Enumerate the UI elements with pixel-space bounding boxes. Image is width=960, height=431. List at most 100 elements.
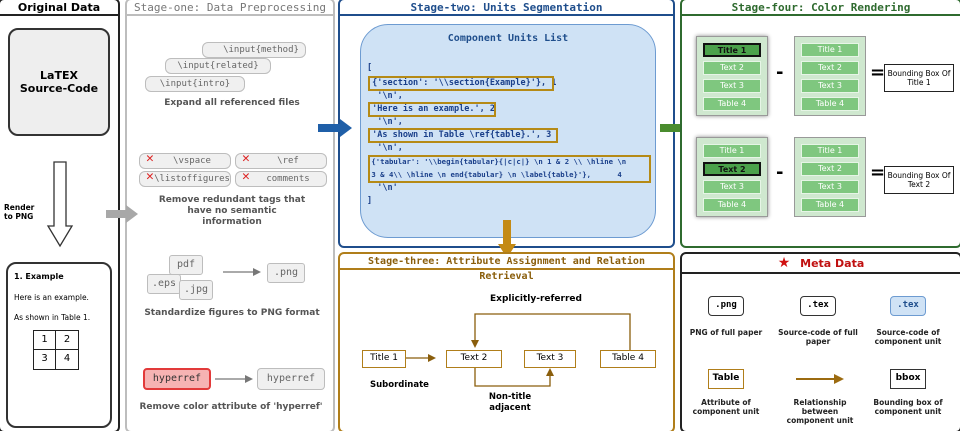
code-line: 'As shown in Table \ref{table}.', 3: [367, 130, 552, 140]
unit-row: Title 1: [703, 144, 761, 158]
flow-arrow-grey: [106, 205, 138, 223]
page-plain-1: Title 1 Text 2 Text 3 Table 4: [794, 36, 866, 116]
ref-label: \ref: [277, 156, 299, 166]
unit-box-1: [368, 76, 554, 91]
bbox-result-title1: Bounding Box Of Title 1: [884, 64, 954, 92]
hyperref-plain-tag: hyperref: [257, 368, 325, 390]
convert-arrow-icon: [223, 268, 261, 276]
latex-source-label: LaTEX Source-Code: [19, 69, 99, 95]
hyperref-colored-tag: hyperref: [143, 368, 211, 390]
example-title: 1. Example: [14, 272, 64, 281]
flow-arrow-brown: [498, 220, 516, 258]
vspace-label: \vspace: [173, 156, 211, 166]
unit-row: Text 3: [703, 180, 761, 194]
table-cell: 4: [63, 353, 71, 364]
input-method-tag: \input{method}: [202, 42, 306, 58]
node-table-4: Table 4: [600, 350, 656, 368]
bbox-meta-box: bbox: [890, 369, 926, 389]
unit-row: Text 3: [801, 180, 859, 194]
node-text-3: Text 3: [524, 350, 576, 368]
original-data-title: Original Data: [0, 0, 118, 16]
code-line: '\n': [367, 183, 398, 193]
stage-one-title: Stage-one: Data Preprocessing: [127, 0, 333, 16]
tex-unit-meta-box: .tex: [890, 296, 926, 316]
comments-label: comments: [266, 174, 310, 184]
table-cell: 3: [34, 350, 56, 369]
unit-row: Title 1: [801, 144, 859, 158]
unit-row: Text 3: [801, 79, 859, 93]
example-line2: As shown in Table 1.: [14, 313, 91, 322]
meta-data-title: Meta Data: [800, 257, 865, 270]
unit-row: Text 3: [703, 79, 761, 93]
remove-x-icon: ✕: [146, 169, 154, 184]
equals-sign: =: [870, 162, 886, 183]
node-title-1: Title 1: [362, 350, 406, 368]
render-arrow: [46, 161, 74, 248]
flow-arrow-blue: [318, 119, 352, 137]
unit-row: Table 4: [703, 198, 761, 212]
star-icon: ★: [777, 255, 791, 271]
unit-row: Text 2: [703, 61, 761, 75]
code-line: [: [367, 63, 373, 73]
equals-sign: =: [870, 62, 886, 83]
caption-standardize: Standardize figures to PNG format: [144, 308, 320, 318]
unit-row: Table 4: [801, 97, 859, 111]
code-line: 'Here is an example.', 2: [367, 104, 495, 114]
page-highlight-text: Title 1 Text 2 Text 3 Table 4: [696, 137, 768, 217]
unit-box-4: [368, 155, 651, 183]
explicitly-referred-label: Explicitly-referred: [490, 294, 582, 304]
relation-meta-caption: Relationship between component unit: [786, 398, 854, 425]
vspace-tag: ✕ \vspace: [139, 152, 231, 169]
minus-sign: -: [776, 62, 784, 83]
relation-graph: [406, 313, 631, 387]
listoffigures-tag: ✕ \listoffigures: [139, 169, 231, 187]
listoffigures-label: \listoffigures: [154, 174, 230, 184]
minus-sign: -: [776, 162, 784, 183]
ref-tag: ✕ \ref: [235, 151, 327, 169]
code-line: '\n',: [367, 117, 403, 127]
component-units-title: Component Units List: [447, 33, 569, 44]
component-units-list: Component Units List [ {'section': '\\se…: [360, 24, 656, 238]
code-line: '\n',: [367, 143, 403, 153]
png-meta-caption: PNG of full paper: [689, 328, 763, 337]
caption-remove-tags: Remove redundant tags that have no seman…: [158, 195, 306, 227]
caption-remove-color: Remove color attribute of 'hyperref': [139, 402, 323, 412]
hyperref-arrow-icon: [215, 375, 253, 383]
eps-file-icon: .eps: [147, 274, 181, 294]
unit-row: Table 4: [703, 97, 761, 111]
bbox-result-label: Bounding Box Of Text 2: [887, 171, 951, 189]
remove-x-icon: ✕: [242, 151, 250, 166]
page-plain-2: Title 1 Text 2 Text 3 Table 4: [794, 137, 866, 217]
tex-unit-meta-caption: Source-code of component unit: [874, 328, 942, 346]
table-cell: 2: [56, 331, 78, 350]
code-line: 3 & 4\\ \hline \n end{tabular} \n \label…: [367, 170, 622, 179]
unit-box-2: [368, 102, 496, 117]
code-line: '\n',: [367, 91, 403, 101]
remove-x-icon: ✕: [242, 169, 250, 184]
table-cell: 1: [34, 331, 56, 350]
stage-four-title: Stage-four: Color Rendering: [682, 0, 960, 16]
unit-row: Text 2: [703, 162, 761, 176]
pdf-file-icon: pdf: [169, 255, 203, 275]
input-intro-tag: \input{intro}: [145, 76, 245, 92]
stage-four-panel: Stage-four: Color Rendering Title 1 Text…: [680, 0, 960, 248]
code-line: {'tabular': '\\begin{tabular}{|c|c|} \n …: [367, 157, 627, 166]
meta-data-panel: ★ Meta Data .png PNG of full paper .tex …: [680, 252, 960, 431]
unit-row: Table 4: [801, 198, 859, 212]
png-file-icon: .png: [267, 263, 305, 283]
bbox-result-label: Bounding Box Of Title 1: [887, 69, 951, 87]
comments-tag: ✕ comments: [235, 169, 327, 187]
bbox-meta-caption: Bounding box of component unit: [873, 398, 943, 416]
stage-one-panel: Stage-one: Data Preprocessing \input{met…: [125, 0, 335, 431]
example-table: 1 2 3 4: [33, 330, 79, 370]
latex-source-box: LaTEX Source-Code: [8, 28, 110, 136]
relation-arrow-icon: [796, 374, 844, 384]
tex-meta-caption: Source-code of full paper: [778, 328, 858, 346]
render-label: Render to PNG: [4, 203, 35, 221]
attribute-meta-box: Table: [708, 369, 744, 389]
original-data-panel: Original Data LaTEX Source-Code Render t…: [0, 0, 120, 431]
stage-three-title: Stage-three: Attribute Assignment and Re…: [340, 254, 673, 282]
caption-expand: Expand all referenced files: [164, 98, 300, 108]
unit-row: Title 1: [703, 43, 761, 57]
stage-two-panel: Stage-two: Units Segmentation Component …: [338, 0, 675, 248]
